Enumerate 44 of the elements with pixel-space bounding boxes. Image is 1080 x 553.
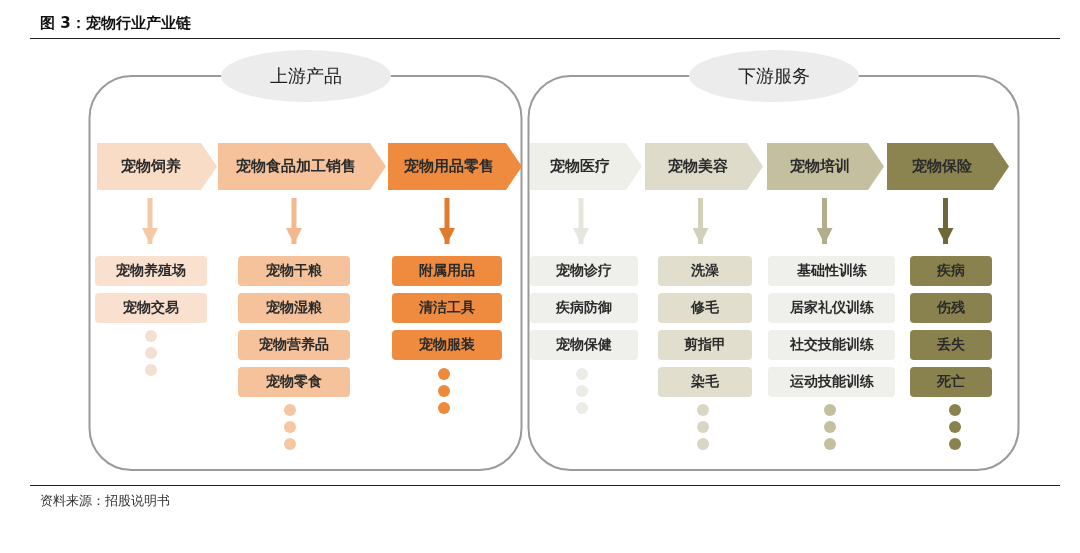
arrow	[937, 198, 954, 244]
category-item: 洗澡	[658, 256, 752, 286]
panel-heading: 上游产品	[220, 50, 391, 102]
panel-heading: 下游服务	[688, 50, 859, 102]
category-item: 宠物诊疗	[530, 256, 638, 286]
category-item: 修毛	[658, 293, 752, 323]
group-panel	[527, 50, 1020, 472]
chevron-step: 宠物美容	[645, 143, 763, 190]
chevron-step: 宠物饲养	[97, 143, 217, 190]
category-item: 宠物干粮	[238, 256, 350, 286]
category-item: 宠物保健	[530, 330, 638, 360]
category-item: 疾病防御	[530, 293, 638, 323]
arrow	[439, 198, 455, 244]
category-item: 宠物服装	[392, 330, 502, 360]
category-item: 宠物零食	[238, 367, 350, 397]
group-panel	[88, 50, 523, 472]
chevron-step: 宠物医疗	[530, 143, 642, 190]
figure-title: 图 3：宠物行业产业链	[40, 14, 191, 33]
category-item: 居家礼仪训练	[768, 293, 895, 323]
chevron-step: 宠物培训	[767, 143, 884, 190]
category-item: 疾病	[910, 256, 992, 286]
category-item: 死亡	[910, 367, 992, 397]
chevron-step: 宠物保险	[887, 143, 1009, 190]
category-item: 宠物营养品	[238, 330, 350, 360]
category-item: 清洁工具	[392, 293, 502, 323]
arrow	[692, 198, 709, 244]
arrow	[573, 198, 589, 244]
category-item: 宠物湿粮	[238, 293, 350, 323]
category-item: 丢失	[910, 330, 992, 360]
category-item: 染毛	[658, 367, 752, 397]
category-item: 基础性训练	[768, 256, 895, 286]
category-item: 社交技能训练	[768, 330, 895, 360]
chevron-step: 宠物食品加工销售	[218, 143, 386, 190]
category-item: 剪指甲	[658, 330, 752, 360]
arrow	[286, 198, 302, 244]
category-item: 宠物交易	[95, 293, 207, 323]
arrow	[142, 198, 158, 244]
source-note: 资料来源：招股说明书	[40, 492, 170, 510]
category-item: 宠物养殖场	[95, 256, 207, 286]
chevron-step: 宠物用品零售	[388, 143, 522, 190]
category-item: 伤残	[910, 293, 992, 323]
category-item: 运动技能训练	[768, 367, 895, 397]
arrow	[816, 198, 833, 244]
category-item: 附属用品	[392, 256, 502, 286]
